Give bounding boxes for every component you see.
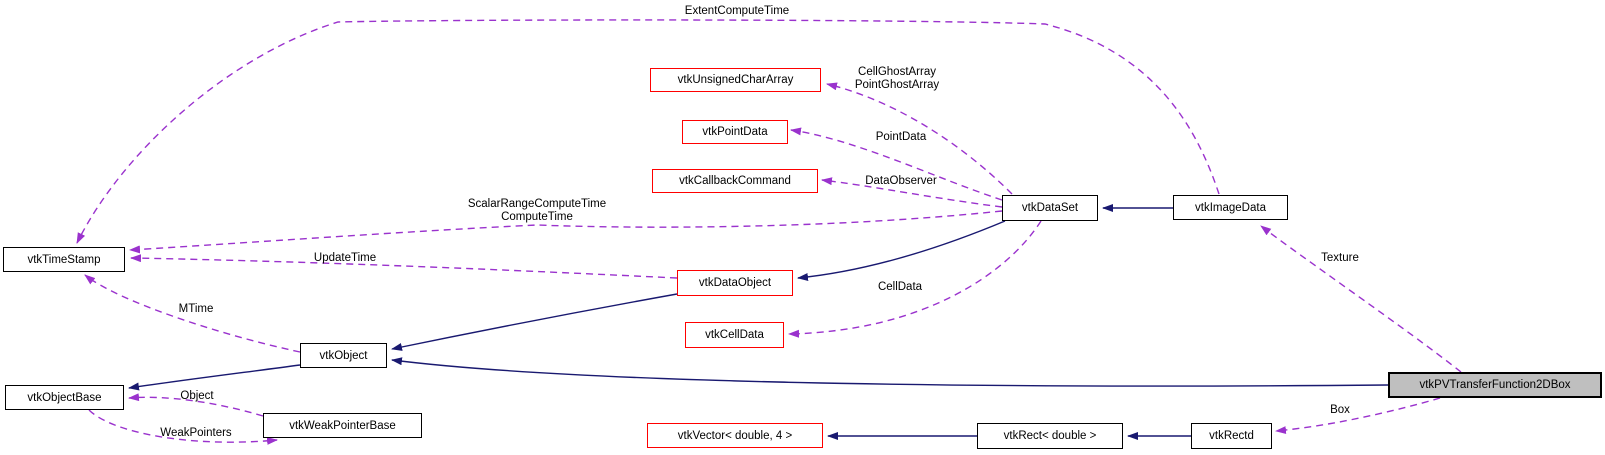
node-vtkDataSet[interactable]: vtkDataSet bbox=[1002, 195, 1098, 221]
edge-label-ghost-arrays: CellGhostArray PointGhostArray bbox=[855, 66, 939, 92]
edge-updatetime bbox=[130, 254, 678, 279]
edge-label-point-data: PointData bbox=[875, 131, 927, 143]
edge-pv2dbox-to-object bbox=[391, 357, 1389, 387]
edge-dataobserver bbox=[821, 177, 1003, 208]
edge-label-cell-ghost-array: CellGhostArray bbox=[858, 66, 936, 78]
edge-label-weak-pointers: WeakPointers bbox=[160, 427, 232, 439]
edge-label-data-observer: DataObserver bbox=[865, 175, 937, 187]
node-vtkWeakPointerBase[interactable]: vtkWeakPointerBase bbox=[263, 413, 422, 438]
edge-cellghostarray bbox=[826, 82, 1013, 195]
edge-scalarrangecomputetime bbox=[129, 210, 1003, 254]
edge-label-cell-data: CellData bbox=[877, 281, 923, 293]
edge-mtime bbox=[84, 274, 301, 353]
node-vtkPointData[interactable]: vtkPointData bbox=[682, 120, 788, 144]
edge-object bbox=[128, 393, 264, 417]
node-vtkVector-double-4[interactable]: vtkVector< double, 4 > bbox=[647, 423, 823, 448]
edge-label-compute-times: ScalarRangeComputeTime ComputeTime bbox=[468, 198, 606, 224]
node-vtkTimeStamp[interactable]: vtkTimeStamp bbox=[3, 247, 125, 272]
edge-dataset-to-dataobject bbox=[797, 220, 1006, 281]
node-vtkRect-double[interactable]: vtkRect< double > bbox=[977, 423, 1123, 449]
edge-label-update-time: UpdateTime bbox=[313, 252, 377, 264]
edge-object-to-objectbase bbox=[128, 364, 301, 391]
node-vtkCallbackCommand[interactable]: vtkCallbackCommand bbox=[652, 169, 818, 193]
edge-pointdata bbox=[790, 127, 1003, 201]
edge-box bbox=[1275, 397, 1441, 435]
node-vtkUnsignedCharArray[interactable]: vtkUnsignedCharArray bbox=[650, 68, 821, 92]
edge-texture bbox=[1260, 225, 1462, 373]
node-vtkDataObject[interactable]: vtkDataObject bbox=[677, 270, 793, 296]
node-vtkPVTransferFunction2DBox[interactable]: vtkPVTransferFunction2DBox bbox=[1388, 372, 1602, 398]
edge-weakpointers bbox=[88, 409, 278, 445]
node-vtkImageData[interactable]: vtkImageData bbox=[1173, 195, 1288, 220]
edge-dataobject-to-object bbox=[391, 293, 678, 351]
edge-label-point-ghost-array: PointGhostArray bbox=[854, 79, 940, 91]
node-vtkRectd[interactable]: vtkRectd bbox=[1191, 423, 1272, 449]
edge-extentcomputetime bbox=[76, 19, 1220, 244]
node-vtkObject[interactable]: vtkObject bbox=[300, 343, 387, 368]
edge-label-object: Object bbox=[180, 390, 214, 402]
node-vtkCellData[interactable]: vtkCellData bbox=[685, 322, 784, 348]
edge-label-texture: Texture bbox=[1321, 252, 1359, 264]
edge-label-scalar-range-compute-time: ScalarRangeComputeTime bbox=[467, 198, 607, 210]
edge-label-box: Box bbox=[1330, 404, 1350, 416]
edge-label-extent-compute-time: ExtentComputeTime bbox=[684, 5, 790, 17]
node-vtkObjectBase[interactable]: vtkObjectBase bbox=[5, 385, 124, 410]
edge-celldata bbox=[788, 220, 1042, 338]
edge-label-compute-time: ComputeTime bbox=[501, 211, 573, 223]
edge-label-mtime: MTime bbox=[178, 303, 214, 315]
